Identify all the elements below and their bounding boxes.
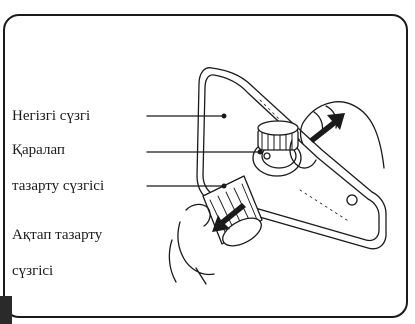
leader-dot-black-filter [258, 150, 263, 155]
plate-clip [347, 195, 357, 205]
upper-hand [301, 102, 384, 168]
pull-out-arrow-icon [309, 113, 345, 143]
black-filter-cap-top [258, 121, 298, 135]
lower-hand [169, 204, 214, 284]
leader-dot-main-filter [222, 114, 227, 119]
plate-mesh-line [300, 190, 350, 222]
leader-dot-white-filter [222, 184, 227, 189]
